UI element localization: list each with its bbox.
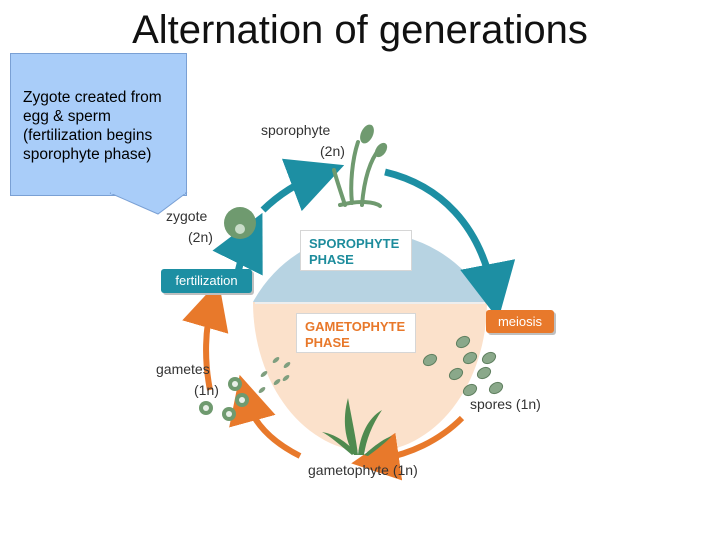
gametes-label: gametes bbox=[156, 361, 210, 377]
sporophyte-ploidy: (2n) bbox=[320, 143, 345, 159]
zygote-icon bbox=[224, 207, 256, 239]
gametes-to-fertilization-arrow bbox=[182, 280, 229, 391]
gametophyte-to-gametes-arrow bbox=[229, 374, 302, 459]
sporophyte-phase-label: SPOROPHYTE PHASE bbox=[300, 230, 412, 271]
fertilization-label: fertilization bbox=[161, 269, 252, 293]
gametophyte-plant-icon bbox=[322, 398, 392, 456]
gametophyte-phase-label: GAMETOPHYTE PHASE bbox=[296, 313, 416, 353]
sporophyte-plant-icon bbox=[332, 124, 388, 208]
page-title: Alternation of generations bbox=[132, 8, 588, 52]
zygote-ploidy: (2n) bbox=[188, 229, 213, 245]
callout-text: Zygote created from egg & sperm (fertili… bbox=[23, 89, 162, 163]
spores-icon bbox=[422, 335, 504, 397]
spores-label: spores (1n) bbox=[470, 396, 541, 412]
sporophyte-label: sporophyte bbox=[261, 122, 331, 138]
gametophyte-label: gametophyte (1n) bbox=[308, 462, 418, 478]
fertilization-to-zygote-arrow bbox=[212, 212, 263, 276]
callout-box bbox=[10, 53, 187, 196]
sporophyte-to-meiosis-arrow bbox=[384, 168, 516, 320]
gametes-ploidy: (1n) bbox=[194, 382, 219, 398]
zygote-label: zygote bbox=[166, 208, 208, 224]
meiosis-label: meiosis bbox=[486, 310, 554, 333]
spores-to-gametophyte-arrow bbox=[351, 415, 465, 481]
gametes-icon bbox=[199, 357, 291, 421]
zygote-to-sporophyte-arrow bbox=[260, 158, 345, 213]
